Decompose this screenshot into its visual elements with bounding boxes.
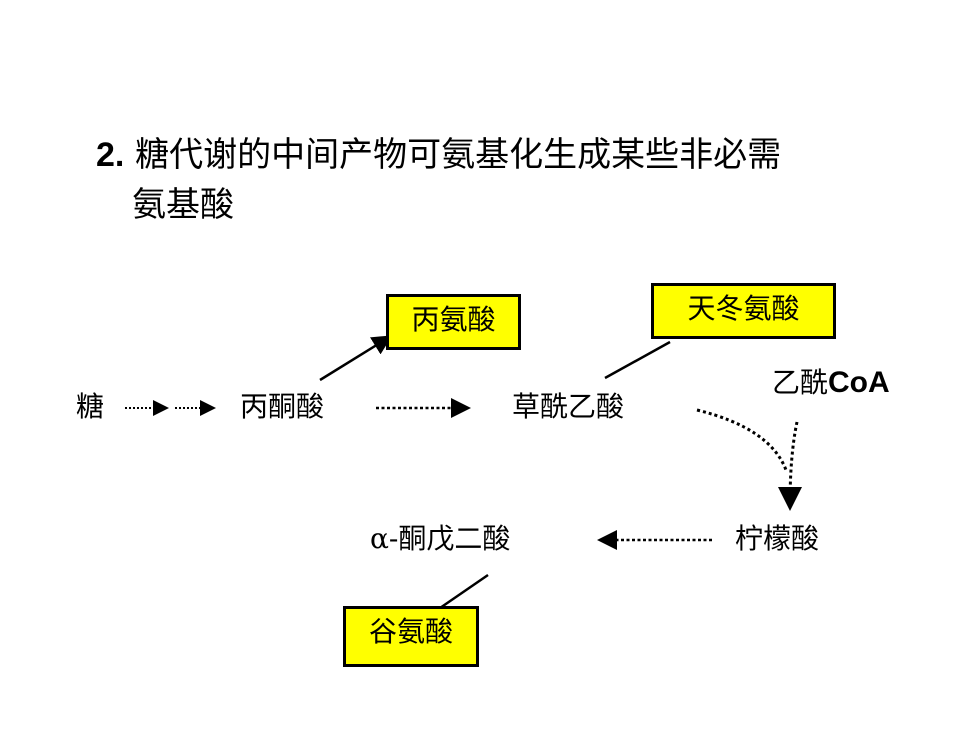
link-akg-glutamate (439, 573, 489, 610)
node-citrate: 柠檬酸 (735, 522, 820, 555)
box-glutamate: 谷氨酸 (343, 606, 479, 667)
node-alpha-ketoglutarate: α-酮戊二酸 (370, 522, 511, 555)
box-aspartate: 天冬氨酸 (651, 283, 836, 339)
arrow-acetylcoa-citrate (778, 421, 803, 511)
heading-line1: 糖代谢的中间产物可氨基化生成某些非必需 (135, 135, 782, 175)
node-oxaloacetate: 草酰乙酸 (512, 390, 625, 423)
box-alanine: 丙氨酸 (386, 294, 521, 350)
heading-line2: 氨基酸 (132, 185, 234, 225)
arrow-pyruvate-alanine (319, 335, 393, 382)
node-pyruvate: 丙酮酸 (240, 390, 325, 423)
slide-heading: 2. 糖代谢的中间产物可氨基化生成某些非必需 氨基酸 (96, 130, 781, 230)
link-oxaloacetate-aspartate (604, 340, 671, 380)
node-sugar: 糖 (76, 390, 105, 423)
arrow-oxaloacetate-citrate (696, 408, 788, 471)
heading-number: 2. (96, 136, 125, 174)
node-acetyl-coa: 乙酰CoA (772, 366, 890, 400)
acetyl-suffix: CoA (828, 366, 890, 399)
acetyl-prefix: 乙酰 (772, 366, 829, 399)
